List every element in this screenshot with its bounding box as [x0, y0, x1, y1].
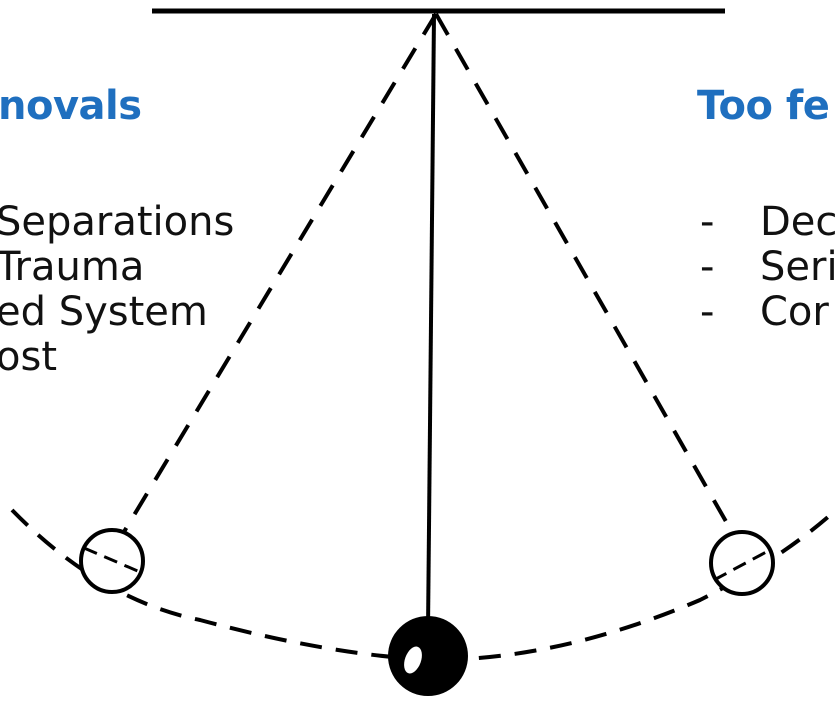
list-item: Separations	[0, 199, 235, 245]
right-list: -Dec -Seri -Cor	[700, 200, 836, 335]
list-bullet: -	[700, 244, 715, 290]
list-item: ed System	[0, 289, 208, 335]
left-dashed-string	[108, 12, 438, 557]
left-heading: novals	[0, 83, 142, 129]
center-string	[426, 13, 436, 631]
list-item-text: Cor	[760, 289, 829, 335]
right-heading: Too fe	[697, 83, 830, 129]
right-hollow-bob	[709, 530, 775, 596]
center-solid-bob	[388, 616, 468, 696]
list-item: ost	[0, 334, 57, 380]
list-item: Trauma	[0, 244, 145, 290]
bob-highlight	[404, 646, 422, 674]
left-bob-dash	[83, 546, 141, 574]
list-item-text: Dec	[760, 199, 836, 245]
right-dashed-string	[434, 13, 750, 561]
list-bullet: -	[700, 199, 715, 245]
right-bob-dash	[713, 548, 771, 582]
list-bullet: -	[700, 289, 715, 335]
list-item-text: Seri	[760, 244, 836, 290]
list-item: -Cor	[700, 290, 836, 335]
list-item: -Dec	[700, 200, 836, 245]
left-list: Separations Trauma ed System ost	[0, 200, 234, 380]
list-item: -Seri	[700, 245, 836, 290]
